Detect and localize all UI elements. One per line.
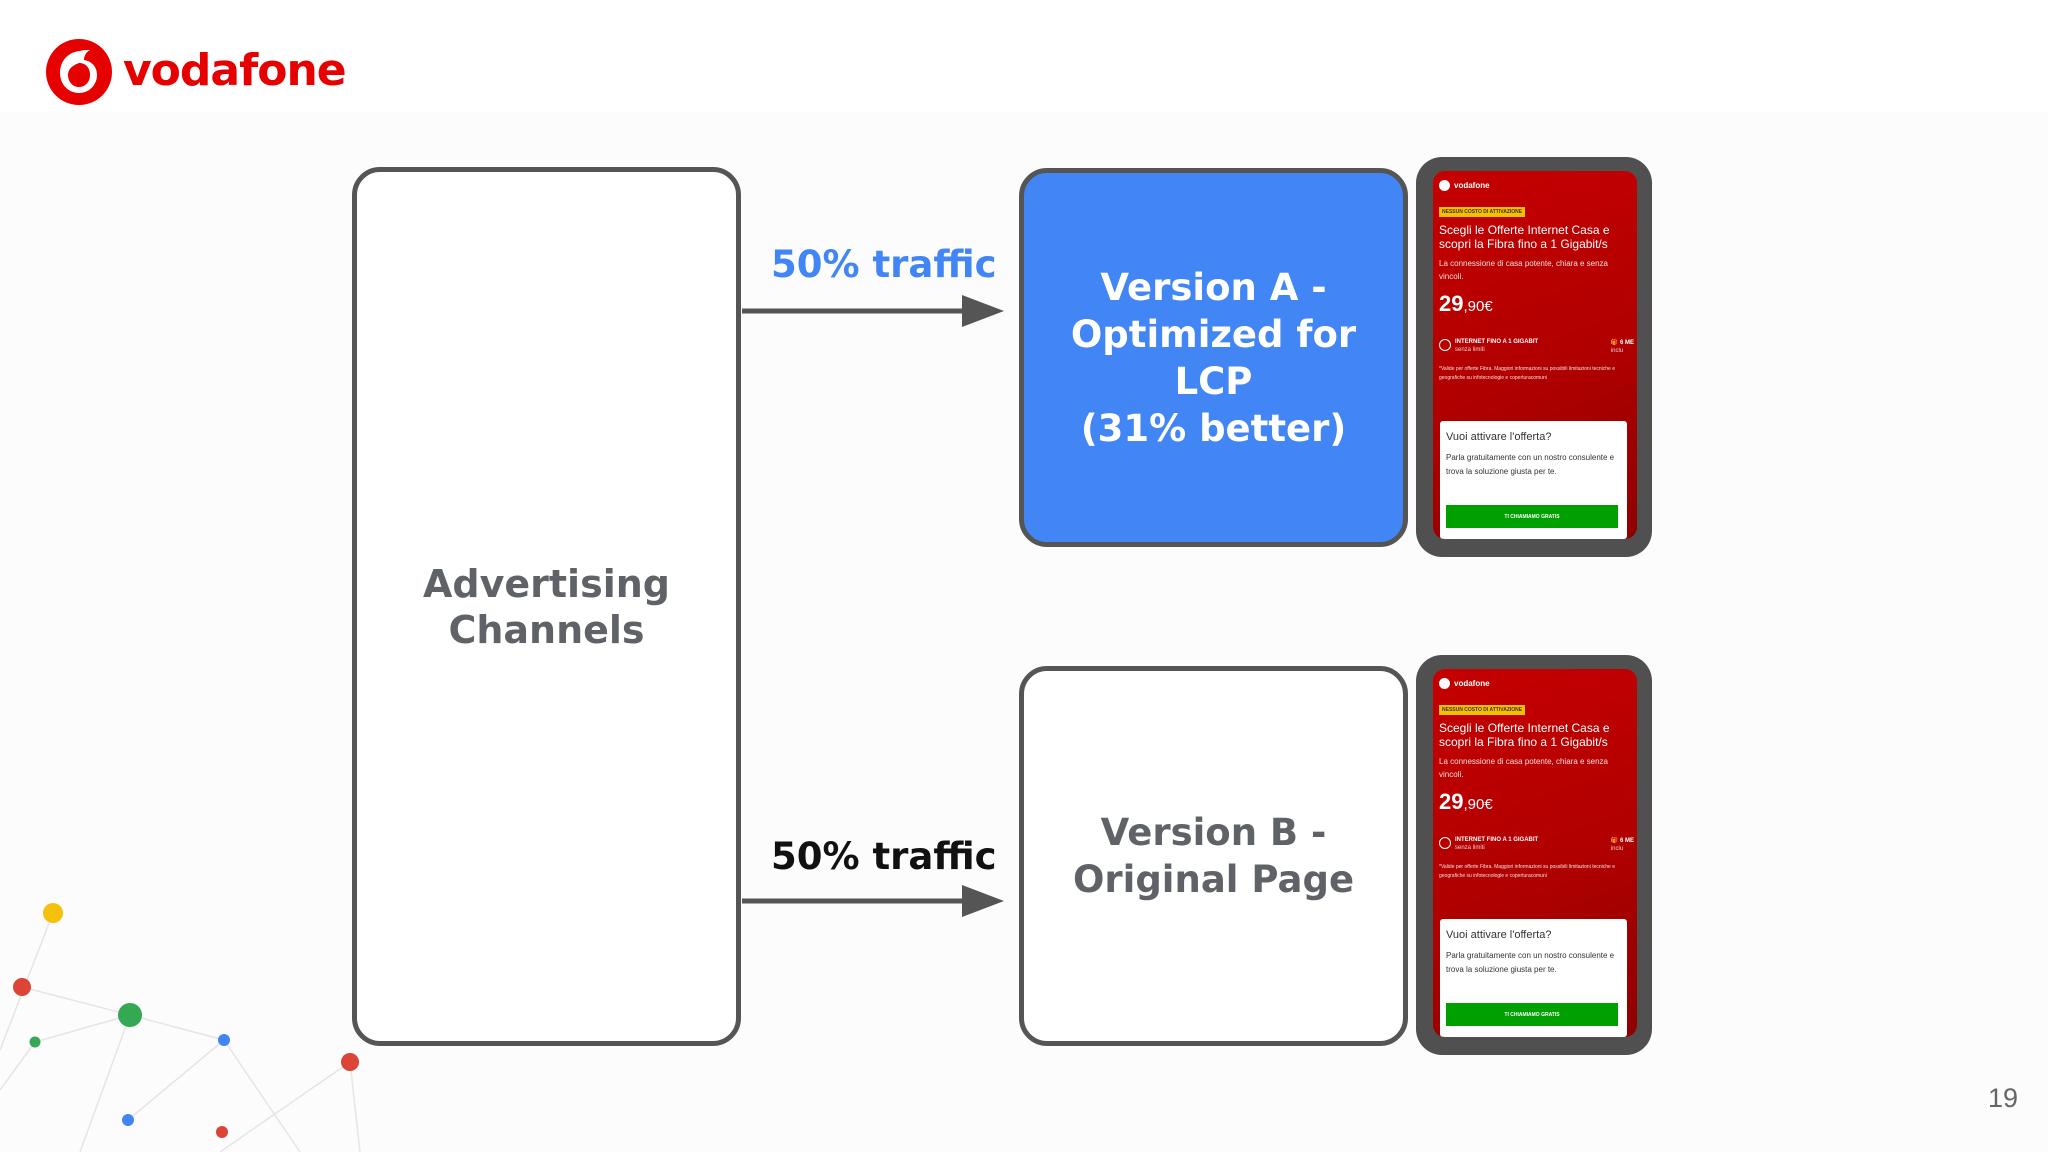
phone-note: *Valide per offerte Fibra. Maggiori info… (1439, 864, 1616, 879)
phone-screen: vodafone NESSUN COSTO DI ATTIVAZIONE Sce… (1433, 171, 1637, 539)
phone-logo: vodafone (1439, 180, 1490, 191)
callback-card: Vuoi attivare l'offerta? Parla gratuitam… (1440, 421, 1627, 539)
feature-title: INTERNET FINO A 1 GIGABIT (1455, 339, 1539, 345)
vodafone-logo: vodafone (46, 39, 347, 105)
price-dec: ,90€ (1463, 298, 1493, 315)
price-int: 29 (1439, 789, 1464, 814)
phone-subtext: La connessione di casa potente, chiara e… (1439, 757, 1609, 779)
version-a-box: Version A - Optimized for LCP (31% bette… (1019, 168, 1408, 547)
card-body: Parla gratuitamente con un nostro consul… (1446, 951, 1615, 974)
page-number: 19 (1988, 1083, 2019, 1113)
speedometer-icon (1439, 837, 1451, 849)
phone-brand: vodafone (1454, 181, 1490, 190)
price-int: 29 (1439, 291, 1464, 316)
phone-headline: Scegli le Offerte Internet Casa e scopri… (1439, 223, 1610, 251)
promo-badge: NESSUN COSTO DI ATTIVAZIONE (1439, 705, 1526, 715)
promo-badge: NESSUN COSTO DI ATTIVAZIONE (1439, 207, 1526, 217)
speedometer-icon (1439, 339, 1451, 351)
phone-subtext: La connessione di casa potente, chiara e… (1439, 259, 1609, 281)
feature-sub: senza limiti (1455, 347, 1485, 353)
feature-right: 6 ME (1619, 340, 1634, 346)
feature-right-sub: inclu (1610, 846, 1624, 852)
vodafone-mini-icon (1439, 678, 1450, 689)
price: 29,90€ (1439, 789, 1493, 815)
traffic-label-top: 50% traffic (771, 243, 997, 286)
advertising-channels-box: Advertising Channels (352, 167, 741, 1046)
callback-button[interactable]: TI CHIAMIAMO GRATIS (1446, 505, 1618, 528)
phone-brand: vodafone (1454, 679, 1490, 688)
phone-mockup-version-b: vodafone NESSUN COSTO DI ATTIVAZIONE Sce… (1416, 655, 1652, 1055)
phone-screen: vodafone NESSUN COSTO DI ATTIVAZIONE Sce… (1433, 669, 1637, 1037)
card-title: Vuoi attivare l'offerta? (1446, 431, 1552, 443)
gift-icon: 🎁 (1610, 838, 1619, 844)
card-body: Parla gratuitamente con un nostro consul… (1446, 453, 1615, 476)
traffic-label-bottom: 50% traffic (771, 835, 997, 878)
vodafone-mini-icon (1439, 180, 1450, 191)
feature-sub: senza limiti (1455, 845, 1485, 851)
feature-right: 6 ME (1619, 838, 1634, 844)
card-title: Vuoi attivare l'offerta? (1446, 929, 1552, 941)
price: 29,90€ (1439, 291, 1493, 317)
decorative-network-graphic (0, 903, 361, 1152)
phone-headline: Scegli le Offerte Internet Casa e scopri… (1439, 721, 1610, 749)
version-b-box: Version B - Original Page (1019, 666, 1408, 1046)
phone-logo: vodafone (1439, 678, 1490, 689)
feature-title: INTERNET FINO A 1 GIGABIT (1455, 837, 1539, 843)
price-dec: ,90€ (1463, 796, 1493, 813)
vodafone-speechmark-icon (46, 39, 112, 105)
phone-note: *Valide per offerte Fibra. Maggiori info… (1439, 366, 1616, 381)
callback-card: Vuoi attivare l'offerta? Parla gratuitam… (1440, 919, 1627, 1037)
gift-icon: 🎁 (1610, 340, 1619, 346)
brand-name: vodafone (123, 45, 347, 96)
phone-mockup-version-a: vodafone NESSUN COSTO DI ATTIVAZIONE Sce… (1416, 157, 1652, 557)
feature-right-sub: inclu (1610, 348, 1624, 354)
callback-button[interactable]: TI CHIAMIAMO GRATIS (1446, 1003, 1618, 1026)
